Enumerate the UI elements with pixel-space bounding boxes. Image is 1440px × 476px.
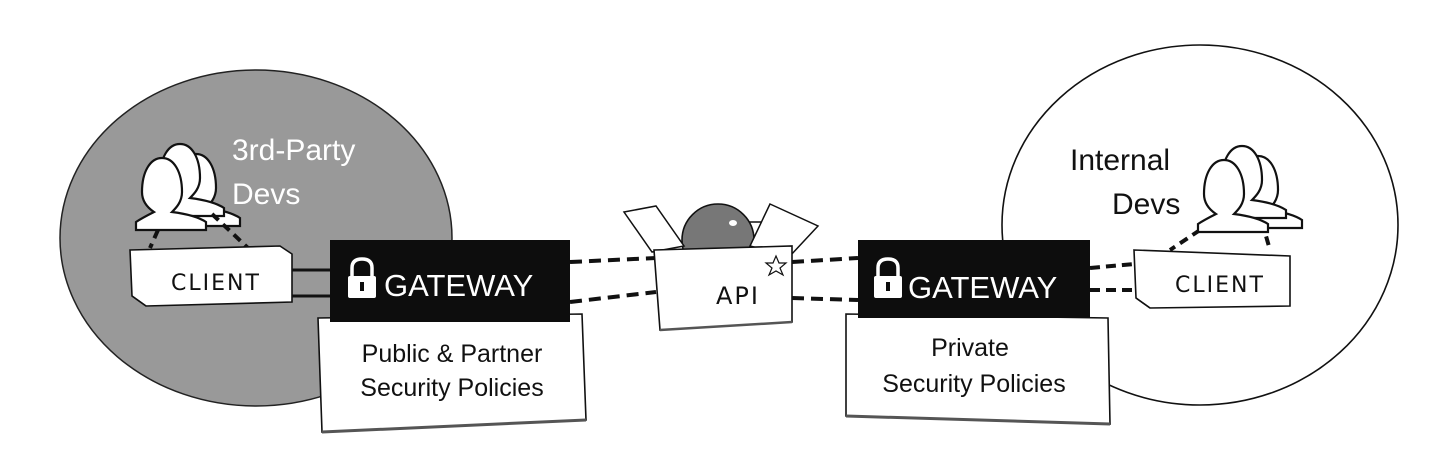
client-box-right: CLIENT <box>1133 249 1291 309</box>
api-label: API <box>716 282 760 310</box>
api-box: API <box>622 203 820 332</box>
lock-icon <box>348 257 376 298</box>
third-party-title-line1: 3rd-Party <box>232 134 355 167</box>
internal-title-line2: Devs <box>1112 188 1180 221</box>
client-label-left: CLIENT <box>171 271 261 296</box>
policy-box-left: Public & Partner Security Policies <box>317 313 587 434</box>
policy-box-right: Private Security Policies <box>845 313 1111 426</box>
lock-icon <box>874 257 902 298</box>
policy-left-line1: Public & Partner <box>362 340 543 368</box>
star-icon <box>764 254 788 277</box>
gateway-right: GATEWAY <box>858 240 1090 318</box>
gateway-left-label: GATEWAY <box>384 268 533 303</box>
internal-title-line1: Internal <box>1070 144 1170 177</box>
policy-right-line1: Private <box>931 334 1009 362</box>
third-party-title-line2: Devs <box>232 178 300 211</box>
gateway-right-label: GATEWAY <box>908 270 1057 305</box>
client-label-right: CLIENT <box>1175 273 1265 298</box>
client-box-left: CLIENT <box>129 245 293 307</box>
people-group-icon <box>134 142 242 232</box>
policy-left-line2: Security Policies <box>360 374 543 402</box>
people-group-icon <box>1196 144 1304 234</box>
gateway-left: GATEWAY <box>330 240 570 322</box>
policy-right-line2: Security Policies <box>882 370 1065 398</box>
